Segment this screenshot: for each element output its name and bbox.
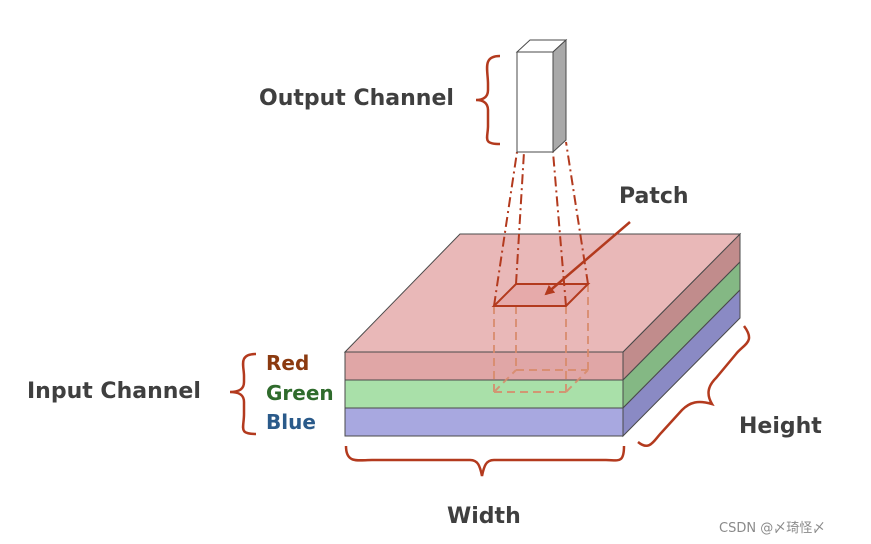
green-layer-front — [344, 379, 624, 409]
input-channel-label: Input Channel — [27, 379, 201, 404]
watermark: CSDN @〆琦怪〆 — [719, 521, 826, 536]
blue-layer-front — [344, 407, 624, 437]
width-label: Width — [447, 504, 521, 529]
output-channel-label: Output Channel — [259, 86, 454, 111]
height-label: Height — [739, 414, 822, 439]
output-column-front — [516, 51, 554, 153]
channel-label-green: Green — [266, 381, 334, 405]
output-column-side — [552, 38, 567, 154]
red-layer-front — [344, 351, 624, 381]
channel-label-red: Red — [266, 351, 310, 375]
height-brace — [637, 325, 751, 448]
width-brace — [344, 445, 626, 477]
patch-arrow — [544, 221, 631, 296]
patch-volume-outline — [493, 284, 589, 393]
output-channel-brace — [475, 54, 501, 146]
input-channel-brace — [229, 352, 257, 436]
patch-label: Patch — [619, 184, 689, 209]
channel-label-blue: Blue — [266, 410, 316, 434]
